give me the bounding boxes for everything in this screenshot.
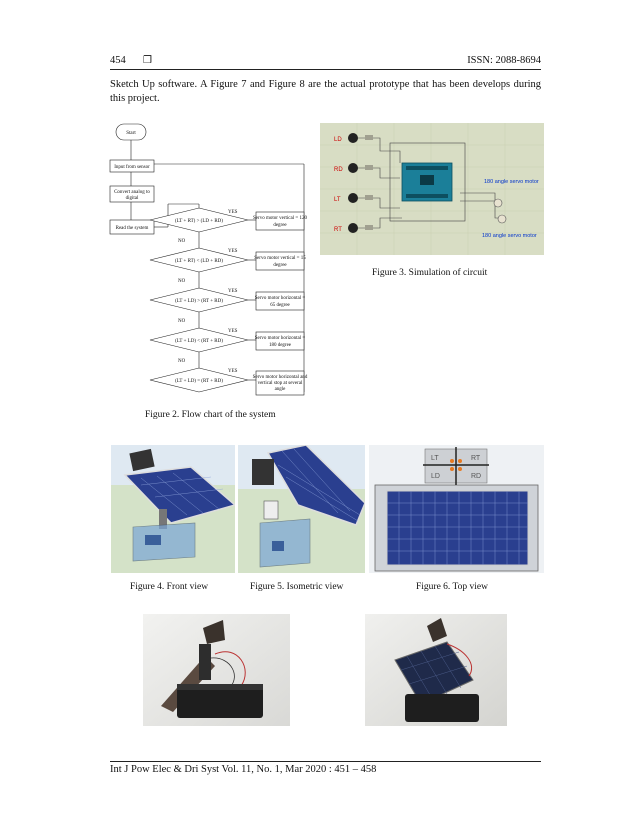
figure-5-caption: Figure 5. Isometric view [250, 582, 344, 592]
top-view-figure: LT RT LD RD [369, 445, 544, 573]
figure-4-caption: Figure 4. Front view [130, 582, 209, 592]
fc-action-text: vertical stop at several [258, 381, 303, 386]
fc-action-box [255, 370, 305, 396]
fc-condition-text: (LT + RT) < (LD + RD) [175, 259, 223, 264]
ldr-label: LT [334, 197, 341, 203]
fc-read-text: Read the system [116, 226, 149, 231]
fc-decision-2: (LT + RT) < (LD + RD) YES Servo motor ve… [149, 247, 306, 288]
fc-convert-node [109, 185, 155, 203]
fc-start-text: Start [126, 131, 136, 136]
fc-action-text: Servo motor vertical = 15 [254, 256, 306, 261]
top-view-label: RT [471, 455, 481, 462]
fc-decision-4: (LT + LD) < (RT + RD) YES Servo motor ho… [149, 327, 306, 368]
circuit-simulation-figure: LD RD LT RT 180 angle servo motor 180 an… [320, 123, 544, 255]
figure-6-caption: Figure 6. Top view [416, 582, 488, 592]
ldr-label: RT [334, 227, 342, 233]
ldr-label: RD [334, 167, 343, 173]
fc-action-text: degree [273, 223, 287, 228]
fc-input-text: Input from sensor [114, 165, 150, 170]
fc-no-label: NO [178, 239, 186, 244]
fc-yes-label: YES [228, 210, 238, 215]
fc-yes-label: YES [228, 329, 238, 334]
figure-2-caption: Figure 2. Flow chart of the system [145, 410, 276, 420]
ldr-label: LD [334, 137, 342, 143]
fc-convert-text-2: digital [126, 196, 139, 201]
fc-action-text: angle [275, 387, 287, 392]
prototype-photo-left [143, 614, 290, 726]
fc-decision-3: (LT + LD) > (RT + RD) YES Servo motor ho… [149, 287, 306, 328]
fc-decision-5: (LT + LD) = (RT + RD) YES Servo motor ho… [149, 367, 308, 396]
footer-rule [110, 761, 541, 762]
header-box-icon: ❒ [143, 55, 152, 66]
fc-condition-text: (LT + LD) < (RT + RD) [175, 339, 223, 344]
top-view-label: LT [431, 455, 439, 462]
fc-action-text: Servo motor horizontal = [255, 296, 306, 301]
fc-action-text: degree [273, 263, 287, 268]
prototype-photo-right [365, 614, 507, 726]
fc-yes-label: YES [228, 369, 238, 374]
fc-action-box [255, 291, 305, 311]
footer-citation: Int J Pow Elec & Dri Syst Vol. 11, No. 1… [110, 764, 377, 775]
page-number: 454 [110, 55, 126, 66]
fc-no-label: NO [178, 279, 186, 284]
fc-action-text: Servo motor horizontal and [253, 375, 308, 380]
journal-issn: ISSN: 2088-8694 [467, 55, 541, 66]
isometric-view-figure [238, 445, 365, 573]
servo-label: 180 angle servo motor [482, 233, 537, 239]
servo-label: 180 angle servo motor [484, 179, 539, 185]
top-view-label: LD [431, 473, 440, 480]
fc-action-box [255, 331, 305, 351]
fc-condition-text: (LT + LD) = (RT + RD) [175, 379, 223, 384]
fc-decision-1: (LT + RT) > (LD + RD) YES Servo motor ve… [149, 207, 307, 248]
fc-action-text: 65 degree [270, 303, 290, 308]
figure-3-caption: Figure 3. Simulation of circuit [372, 268, 488, 278]
fc-action-box [255, 211, 305, 231]
fc-no-label: NO [178, 319, 186, 324]
fc-input-node [109, 159, 155, 173]
fc-action-text: Servo motor horizontal = [255, 336, 306, 341]
intro-paragraph: Sketch Up software. A Figure 7 and Figur… [110, 79, 541, 104]
fc-action-text: Servo motor vertical = 120 [253, 216, 307, 221]
fc-action-text: 180 degree [269, 343, 292, 348]
fc-convert-text-1: Convert analog to [114, 190, 150, 195]
fc-action-box [255, 251, 305, 271]
front-view-figure [111, 445, 235, 573]
header-rule [110, 69, 541, 70]
fc-condition-text: (LT + RT) > (LD + RD) [175, 219, 223, 224]
fc-no-label: NO [178, 359, 186, 364]
fc-yes-label: YES [228, 249, 238, 254]
fc-yes-label: YES [228, 289, 238, 294]
top-view-label: RD [471, 473, 481, 480]
flowchart-figure: Start Input from sensor Convert analog t… [109, 123, 308, 396]
fc-condition-text: (LT + LD) > (RT + RD) [175, 299, 223, 304]
